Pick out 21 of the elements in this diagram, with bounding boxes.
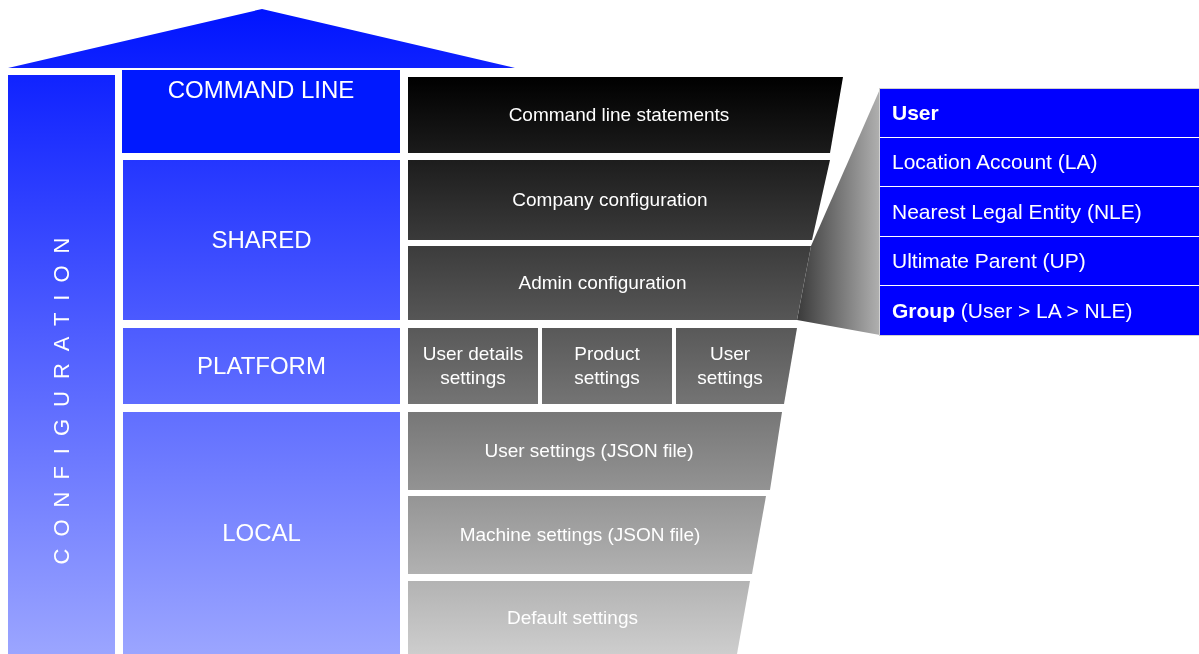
settings-layer: User settings: [676, 328, 797, 404]
settings-layer: Product settings: [542, 328, 672, 404]
settings-layer: Command line statements: [408, 77, 843, 153]
hierarchy-row: Location Account (LA): [880, 138, 1199, 186]
settings-layer: Default settings: [408, 581, 750, 654]
settings-layer: User details settings: [408, 328, 538, 404]
layer-box: LOCAL: [123, 412, 400, 654]
hierarchy-row: Group (User > LA > NLE): [880, 286, 1199, 335]
hierarchy-row: Ultimate Parent (UP): [880, 237, 1199, 285]
settings-layer: User settings (JSON file): [408, 412, 782, 490]
settings-layer: Admin configuration: [408, 246, 811, 320]
settings-layer: Machine settings (JSON file): [408, 496, 766, 574]
layer-box: SHARED: [123, 160, 400, 320]
arrow-label: CONFIGURATION: [49, 225, 75, 565]
layer-box: PLATFORM: [123, 328, 400, 404]
zoom-callout-wedge: [797, 89, 880, 335]
layer-box: COMMAND LINE: [122, 70, 400, 153]
hierarchy-row: Nearest Legal Entity (NLE): [880, 187, 1199, 236]
hierarchy-panel: [880, 89, 1199, 335]
settings-layer: Company configuration: [408, 160, 830, 240]
hierarchy-row: User: [880, 89, 1199, 137]
